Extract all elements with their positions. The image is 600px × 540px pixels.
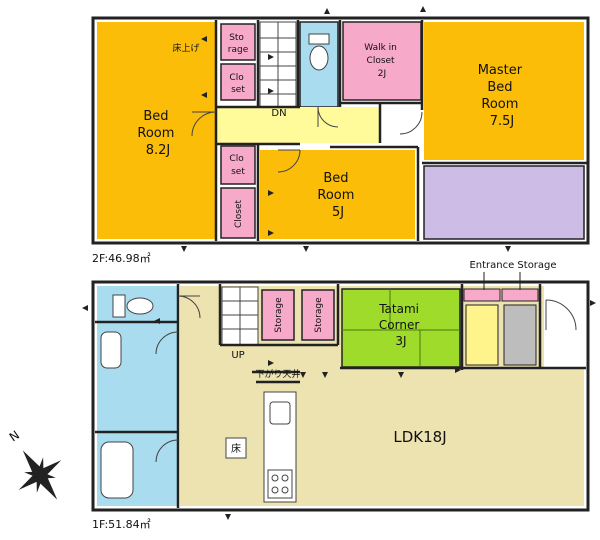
hall-2f-area xyxy=(217,107,379,143)
up-label: UP xyxy=(231,350,244,361)
storage-2f-label: Sto rage xyxy=(228,33,249,55)
dn-label: DN xyxy=(271,108,286,119)
entrance-hall-area xyxy=(465,304,499,366)
closet-2f-2-area xyxy=(220,145,256,185)
entrance-doma-area xyxy=(503,304,537,366)
walk-in-closet-area xyxy=(342,21,422,101)
floor-storage-box xyxy=(225,437,247,459)
floor-1-walls xyxy=(95,284,586,508)
storage-1f-1-area xyxy=(261,289,295,341)
dropped-ceiling-label: 下がり天井 xyxy=(255,368,300,380)
floor-2: Bed Room 8.2J Sto rage 床上げ Clo set DN Wa… xyxy=(91,6,590,265)
ldk-label: LDK18J xyxy=(393,428,446,446)
staircase-2f xyxy=(259,21,297,108)
floor-1-doors xyxy=(155,295,577,463)
raised-floor-label: 床上げ xyxy=(172,42,199,54)
tatami-mat-lines xyxy=(342,289,460,367)
storage-2f-area xyxy=(220,23,256,61)
compass-north-label: N xyxy=(7,428,22,445)
floor-2-area-label: 2F:46.98㎡ xyxy=(92,252,151,265)
master-bed-room-area xyxy=(424,22,584,160)
closet-2f-2-label: Clo set xyxy=(229,154,246,177)
closet-2f-1-label: Clo set xyxy=(229,73,246,95)
floor-mark-label: 床 xyxy=(231,442,241,455)
stove-icon xyxy=(267,469,293,499)
entrance-porch-area xyxy=(544,286,584,368)
toilet-1f-tank-icon xyxy=(112,294,126,318)
wash-basin-icon xyxy=(100,331,122,369)
toilet-bowl-icon xyxy=(309,45,329,71)
toilet-1f-bowl-icon xyxy=(126,297,154,315)
closet-2f-1-area xyxy=(220,63,256,101)
entrance-storage-2-area xyxy=(501,288,539,302)
bed-room-5j-label: Bed Room 5J xyxy=(317,171,358,220)
master-bed-room-label: Master Bed Room 7.5J xyxy=(478,63,527,129)
storage-1f-2-area xyxy=(301,289,335,341)
entrance-storage-label: Entrance Storage xyxy=(469,260,556,271)
compass-rose-icon xyxy=(18,450,62,500)
kitchen-sink-icon xyxy=(269,401,291,425)
floor-2-window-marks xyxy=(181,6,511,252)
closet-2f-3-label: Closet xyxy=(234,200,244,229)
tatami-corner-label: Tatami Corner 3J xyxy=(378,302,423,348)
walk-in-closet-label: Walk in Closet 2J xyxy=(364,43,400,79)
floor-1-area-label: 1F:51.84㎡ xyxy=(92,518,151,531)
tatami-corner-area xyxy=(341,288,461,368)
floor-2-doors xyxy=(191,106,423,173)
storage-1f-2-label: Storage xyxy=(314,297,324,333)
floor-1: Entrance Storage Storage Storage Tatami … xyxy=(82,260,596,531)
toilet-tank-icon xyxy=(308,33,330,45)
bed-room-8j-area xyxy=(97,22,215,239)
floor-2-walls xyxy=(214,20,588,241)
bed-room-8j-label: Bed Room 8.2J xyxy=(137,109,178,158)
bathtub-icon xyxy=(100,441,134,499)
storage-1f-1-label: Storage xyxy=(274,297,284,333)
entrance-storage-1-area xyxy=(463,288,501,302)
floor-1-window-marks xyxy=(82,300,596,520)
staircase-1f xyxy=(221,286,259,346)
balcony-area xyxy=(423,165,585,240)
bed-room-5j-area xyxy=(260,150,415,239)
closet-2f-3-area xyxy=(220,187,256,239)
